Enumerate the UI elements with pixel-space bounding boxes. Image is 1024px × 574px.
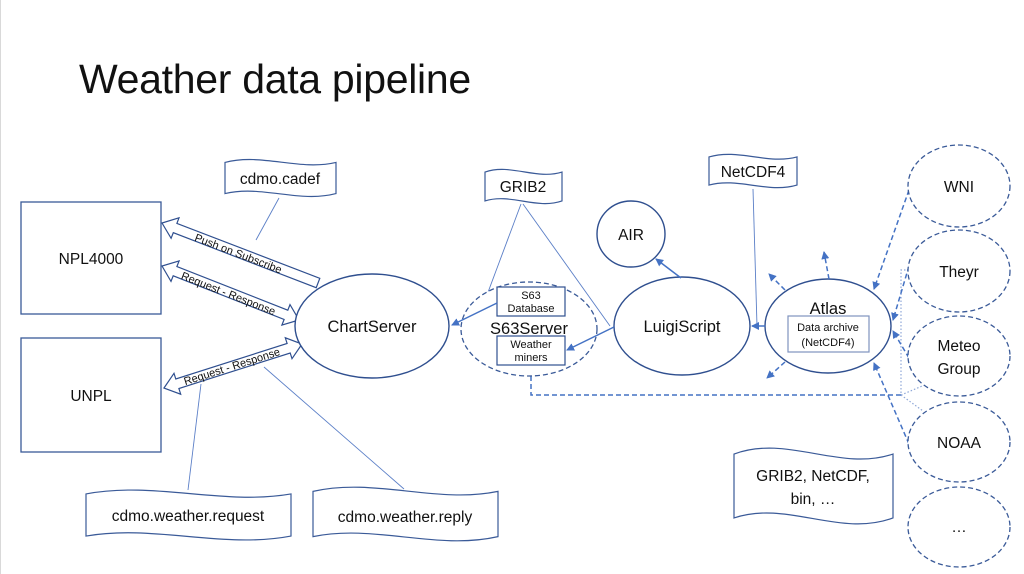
theyr-to-atlas-arrow: [891, 265, 910, 321]
formats-document-label-line1: GRIB2, NetCDF,: [756, 468, 870, 485]
push-on-subscribe-arrow: [161, 216, 321, 289]
meteogroup-to-atlas-arrow: [892, 330, 910, 359]
s63-database-to-chartserver-arrow: [451, 302, 498, 326]
sources-dotted-bus: [900, 269, 909, 395]
weather-request-document-label: cdmo.weather.request: [112, 508, 265, 525]
data-archive-label-line1: Data archive: [797, 322, 859, 334]
meteogroup-dotted-link: [900, 383, 928, 396]
grib2-connector-right: [522, 203, 611, 327]
weather-reply-document: [312, 486, 499, 542]
wni-to-atlas-arrow: [872, 189, 910, 290]
netcdf4-document: [708, 153, 798, 189]
npl-request-response-label: Request - Response: [179, 270, 277, 318]
source-theyr-node: [907, 229, 1011, 313]
s63server-label: S63Server: [490, 320, 568, 338]
air-node: [596, 200, 666, 268]
source-noaa-label: NOAA: [937, 435, 982, 452]
luigiscript-to-weather-miners-arrow: [566, 326, 615, 351]
weather-request-document: [85, 489, 292, 541]
slide-title: Weather data pipeline: [79, 56, 471, 102]
source-wni-node: [907, 144, 1011, 228]
sources-to-weather-miners-arrow: [527, 367, 901, 396]
noaa-to-atlas-arrow: [873, 362, 910, 445]
atlas-outbound-arrow-lower-left: [766, 361, 786, 379]
chartserver-label: ChartServer: [328, 318, 417, 336]
cadef-document: [224, 158, 337, 198]
data-archive-label-line2: (NetCDF4): [801, 337, 854, 349]
source-meteogroup-node: [907, 315, 1011, 397]
push-on-subscribe-label: Push on Subscribe: [193, 232, 284, 276]
source-theyr-label: Theyr: [939, 264, 979, 281]
source-wni-label: WNI: [944, 179, 974, 196]
formats-document: [733, 447, 894, 525]
weather-reply-connector: [263, 366, 405, 490]
data-archive-box: [787, 315, 870, 353]
noaa-dotted-link: [900, 394, 924, 412]
atlas-label: Atlas: [810, 300, 847, 318]
source-more-node: [907, 486, 1011, 568]
weather-reply-document-label: cdmo.weather.reply: [338, 509, 473, 526]
source-more-label: …: [951, 519, 967, 536]
luigiscript-to-air-arrow: [655, 258, 682, 279]
unpl-label: UNPL: [70, 388, 112, 405]
npl4000-box: [20, 201, 162, 315]
cadef-document-label: cdmo.cadef: [240, 171, 321, 188]
cadef-connector: [255, 197, 280, 241]
weather-miners-label-line1: Weather: [510, 339, 552, 351]
s63-database-box: [496, 286, 566, 317]
s63-database-label-line1: S63: [521, 290, 541, 302]
source-noaa-node: [907, 401, 1011, 483]
formats-document-label-line2: bin, …: [791, 491, 836, 508]
netcdf4-connector: [752, 188, 758, 327]
grib2-document-label: GRIB2: [500, 179, 547, 196]
unpl-box: [20, 337, 162, 453]
grib2-document: [484, 168, 563, 205]
weather-request-connector: [187, 383, 202, 491]
source-meteogroup-label-line1: Meteo: [937, 338, 980, 355]
chartserver-node: [294, 273, 450, 379]
luigiscript-label: LuigiScript: [643, 318, 720, 336]
netcdf4-document-label: NetCDF4: [721, 164, 786, 181]
weather-miners-box: [496, 335, 566, 366]
air-label: AIR: [618, 227, 644, 244]
npl4000-label: NPL4000: [59, 251, 124, 268]
s63-database-label-line2: Database: [507, 303, 554, 315]
atlas-outbound-arrow-top: [821, 251, 830, 280]
atlas-outbound-arrow-upper-left: [768, 273, 786, 291]
source-meteogroup-label-line2: Group: [937, 361, 980, 378]
luigiscript-node: [613, 276, 751, 376]
weather-miners-label-line2: miners: [514, 352, 548, 364]
unpl-request-response-label: Request - Response: [182, 346, 281, 388]
